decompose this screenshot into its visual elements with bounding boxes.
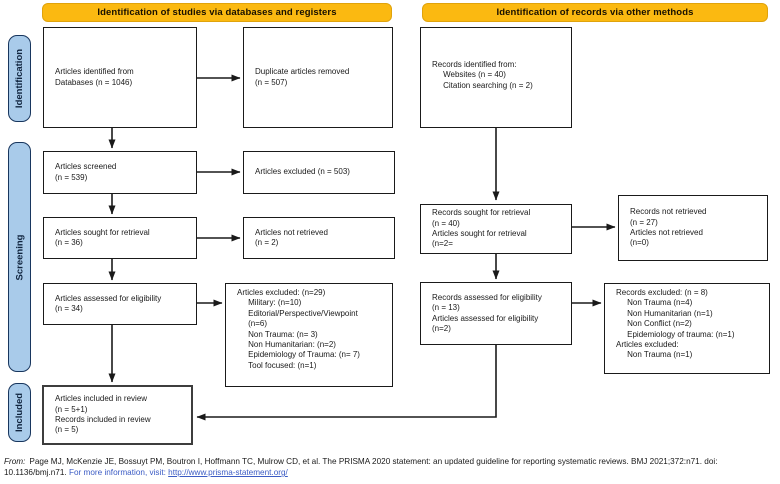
records-assessed-text: Records assessed for eligibility (n = 13… — [432, 292, 542, 333]
box-articles-excluded: Articles excluded (n = 503) — [243, 151, 395, 194]
header-other-methods: Identification of records via other meth… — [422, 3, 768, 22]
articles-screened-text: Articles screened (n = 539) — [55, 162, 117, 182]
box-records-not-retrieved: Records not retrieved (n = 27) Articles … — [618, 195, 768, 261]
prisma-statement-link[interactable]: http://www.prisma-statement.org/ — [168, 468, 288, 478]
box-records-identified: Records identified from: Websites (n = 4… — [420, 27, 572, 128]
citation-footer: From:Page MJ, McKenzie JE, Bossuyt PM, B… — [4, 456, 777, 478]
box-duplicates-removed: Duplicate articles removed (n = 507) — [243, 27, 393, 128]
box-records-sought-retrieval: Records sought for retrieval (n = 40) Ar… — [420, 204, 572, 254]
records-identified-text: Records identified from: Websites (n = 4… — [432, 60, 533, 90]
records-excluded-details-text: Records excluded: (n = 8) Non Trauma (n=… — [616, 288, 735, 360]
duplicates-removed-text: Duplicate articles removed (n = 507) — [255, 67, 350, 87]
screening-label: Screening — [14, 234, 25, 280]
articles-assessed-text: Articles assessed for eligibility (n = 3… — [55, 293, 162, 313]
box-articles-excluded-details: Articles excluded: (n=29) Military: (n=1… — [225, 283, 393, 387]
articles-excluded-details-text: Articles excluded: (n=29) Military: (n=1… — [237, 288, 360, 370]
articles-excluded-text: Articles excluded (n = 503) — [255, 167, 350, 177]
box-articles-screened: Articles screened (n = 539) — [43, 151, 197, 194]
box-records-assessed-eligibility: Records assessed for eligibility (n = 13… — [420, 282, 572, 345]
sidebar-label-included: Included — [8, 383, 31, 442]
articles-sought-text: Articles sought for retrieval (n = 36) — [55, 227, 150, 247]
header-databases-registers: Identification of studies via databases … — [42, 3, 392, 22]
box-included-in-review: Articles included in review (n = 5+1) Re… — [42, 385, 193, 445]
sidebar-label-identification: Identification — [8, 35, 31, 122]
sidebar-label-screening: Screening — [8, 142, 31, 372]
box-articles-sought-retrieval: Articles sought for retrieval (n = 36) — [43, 217, 197, 259]
articles-not-retrieved-text: Articles not retrieved (n = 2) — [255, 227, 328, 247]
included-in-review-text: Articles included in review (n = 5+1) Re… — [55, 394, 151, 435]
box-records-excluded-details: Records excluded: (n = 8) Non Trauma (n=… — [604, 283, 770, 374]
included-label: Included — [14, 392, 25, 433]
more-info-text: For more information, visit: — [68, 468, 169, 478]
citation-from-label: From: — [4, 457, 26, 466]
box-articles-not-retrieved: Articles not retrieved (n = 2) — [243, 217, 395, 259]
box-articles-assessed-eligibility: Articles assessed for eligibility (n = 3… — [43, 283, 197, 325]
articles-identified-text: Articles identified from Databases (n = … — [55, 67, 134, 87]
header-other-label: Identification of records via other meth… — [496, 7, 694, 18]
records-sought-text: Records sought for retrieval (n = 40) Ar… — [432, 208, 531, 249]
header-databases-label: Identification of studies via databases … — [97, 7, 337, 18]
box-articles-identified: Articles identified from Databases (n = … — [43, 27, 197, 128]
citation-text: Page MJ, McKenzie JE, Bossuyt PM, Boutro… — [4, 457, 718, 478]
records-not-retrieved-text: Records not retrieved (n = 27) Articles … — [630, 207, 707, 248]
identification-label: Identification — [14, 48, 25, 109]
